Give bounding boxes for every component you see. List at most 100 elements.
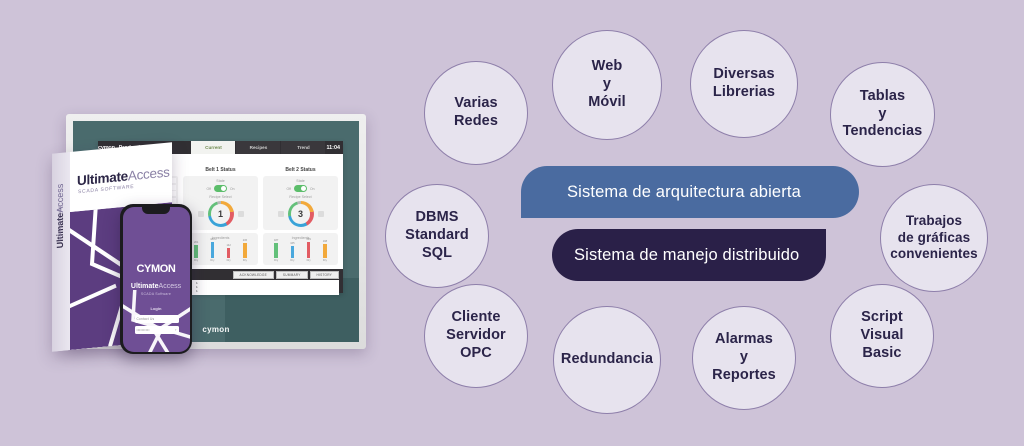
belt-1-state-toggle-row: Off On [186, 185, 255, 192]
bubble-alarmas-reportes[interactable]: Alarmas y Reportes [692, 306, 796, 410]
bar-fill [274, 243, 278, 258]
summary-button[interactable]: SUMMARY [275, 271, 308, 279]
bubble-label: Tablas y Tendencias [842, 87, 923, 140]
belt-1-recipe-label: Recipe Select [209, 195, 232, 199]
bubble-label: Varias Redes [453, 95, 499, 129]
hmi-tab-current[interactable]: Current [191, 141, 237, 154]
belt-2-recipe-increment[interactable] [317, 211, 324, 217]
bubble-label: Alarmas y Reportes [712, 331, 776, 383]
belt-2-state-toggle-row: Off On [266, 185, 335, 192]
banner-label: Sistema de arquitectura abierta [567, 182, 801, 201]
acknowledge-button[interactable]: ACKNOWLEDGE [232, 271, 274, 279]
hmi-panel-belt-2: Belt 2 Status State Off On Recipe Select [263, 167, 338, 272]
belt-1-recipe-selector: 1 [186, 201, 255, 227]
bar-top-value: 201 [193, 241, 199, 244]
bubble-cliente-servidor-opc[interactable]: Cliente Servidor OPC [424, 284, 528, 388]
bar-caption: Dry [274, 259, 279, 262]
phone-product-light: Access [158, 282, 182, 290]
bar-top-value: 198 [322, 240, 328, 243]
bubble-label: Diversas Librerias [712, 66, 776, 100]
belt-2-state-toggle[interactable] [293, 185, 307, 192]
bubble-trabajos-graficas[interactable]: Trabajos de gráficas convenientes [880, 184, 988, 292]
monitor-footer-logo: cymon [202, 325, 230, 334]
belt-2-recipe-label: Recipe Select [289, 195, 312, 199]
bar-top-value: 180 [210, 238, 215, 241]
phone-username-value: Contact Us [136, 316, 155, 321]
belt-1-card: State Off On Recipe Select [183, 176, 258, 230]
belt-1-on-label: On [229, 186, 235, 191]
bubble-label: Script Visual Basic [860, 309, 904, 361]
history-button[interactable]: HISTORY [309, 271, 339, 279]
phone-device: CYMON UltimateAccess SCADA Software Logi… [120, 204, 192, 354]
belt-1-recipe-dial[interactable]: 1 [207, 201, 234, 227]
belt-2-on-label: On [309, 186, 315, 191]
hmi-tab-trend[interactable]: Trend [281, 141, 327, 154]
bubble-web-movil[interactable]: Web y Móvil [552, 30, 662, 140]
phone-password-chevron-icon: › [175, 327, 177, 332]
belt-1-ingredients-label: Ingredients [211, 236, 230, 240]
alarm-count: 1 [196, 281, 198, 285]
belt-1-recipe-value: 1 [217, 209, 223, 219]
bar-caption: Dry [306, 259, 311, 262]
bar-caption: Dry [322, 259, 327, 262]
bubble-label: DBMS Standard SQL [405, 209, 469, 261]
belt-1-recipe-increment[interactable] [237, 211, 244, 217]
phone-password-input[interactable]: •••••••••• › [134, 325, 179, 334]
bar-caption: Dry [194, 259, 199, 262]
belt-1-recipe-decrement[interactable] [197, 211, 204, 217]
bubble-dbms-standard-sql[interactable]: DBMS Standard SQL [385, 184, 489, 288]
product-shot: cymon Production Station 3 Current Recip… [52, 108, 382, 370]
belt-1-heading: Belt 1 Status [205, 167, 236, 173]
phone-brand-logo: CYMON [136, 262, 176, 275]
bar-caption: Dry [226, 259, 231, 262]
belt-2-recipe-dial[interactable]: 3 [287, 201, 314, 227]
bubble-tablas-tendencias[interactable]: Tablas y Tendencias [830, 62, 935, 167]
bar-top-value: 142 [226, 244, 231, 247]
banner-label: Sistema de manejo distribuido [574, 245, 800, 264]
bar-caption: Dry [210, 259, 215, 262]
box-title-light: Access [127, 164, 170, 184]
hmi-tab-recipes[interactable]: Recipes [236, 141, 282, 154]
banner-manejo-distribuido: Sistema de manejo distribuido [552, 229, 826, 281]
bubble-redundancia[interactable]: Redundancia [553, 306, 661, 414]
bubble-label: Cliente Servidor OPC [446, 309, 506, 361]
belt-1-state-label: State [216, 179, 225, 183]
bubble-diversas-librerias[interactable]: Diversas Librerias [690, 30, 798, 138]
belt-2-off-label: Off [286, 186, 291, 191]
belt-2-ingredients-label: Ingredients [291, 236, 310, 240]
bar-top-value: 187 [273, 239, 279, 242]
belt-2-recipe-decrement[interactable] [277, 211, 284, 217]
bubble-label: Redundancia [560, 351, 654, 368]
phone-product-subtitle: SCADA Software [140, 291, 172, 296]
bubble-script-visual-basic[interactable]: Script Visual Basic [830, 284, 934, 388]
bar-fill [226, 248, 231, 258]
phone-product-title: UltimateAccess [123, 283, 190, 290]
bar-fill [210, 242, 215, 258]
belt-1-state-toggle[interactable] [213, 185, 227, 192]
belt-2-state-label: State [296, 179, 305, 183]
alarm-count: 1 [196, 285, 198, 290]
hmi-tabs: Current Recipes Trend [191, 141, 327, 154]
banner-arquitectura-abierta: Sistema de arquitectura abierta [521, 166, 859, 218]
bubble-varias-redes[interactable]: Varias Redes [424, 61, 528, 165]
bar-fill [290, 246, 295, 258]
bubble-label: Web y Móvil [588, 58, 626, 110]
belt-2-recipe-selector: 3 [266, 201, 335, 227]
phone-login-label: Login [150, 305, 162, 311]
phone-product-bold: Ultimate [130, 282, 159, 290]
phone-password-value: •••••••••• [136, 327, 150, 332]
hmi-clock: 11:04 [326, 144, 340, 151]
bar-caption: Dry [242, 259, 247, 262]
phone-screen: CYMON UltimateAccess SCADA Software Logi… [122, 206, 190, 352]
phone-username-input[interactable]: Contact Us [134, 314, 179, 323]
